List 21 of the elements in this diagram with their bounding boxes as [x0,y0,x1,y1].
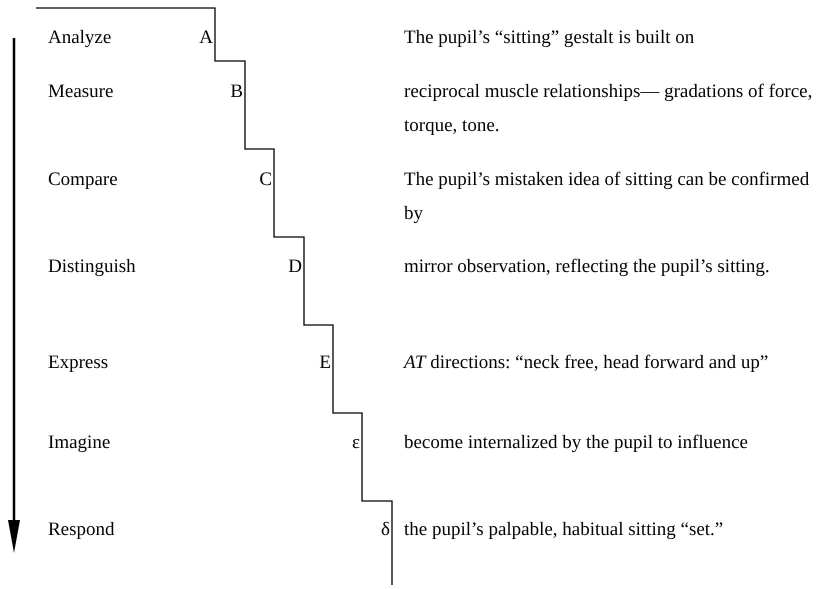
step-letter: ε [352,431,360,455]
description-text: become internalized by the pupil to influence [404,431,749,455]
step-letter: C [259,168,272,192]
step-label: Express [48,351,108,375]
step-letter: B [230,80,243,104]
step-letter: A [199,26,213,50]
description-text: AT directions: “neck free, head forward and up” [404,351,770,375]
description-text: the pupil’s palpable, habitual sitting “set.” [404,518,724,542]
description-text: mirror observation, reflecting the pupil’s sitting. [404,255,771,279]
description-text: The pupil’s “sitting” gestalt is built on [404,26,696,50]
description-text: The pupil’s mistaken idea of sitting can be confirmed by [404,168,810,226]
step-label: Compare [48,168,118,192]
step-label: Respond [48,518,114,542]
step-letter: D [288,255,302,279]
step-label: Measure [48,80,114,104]
step-letter: E [319,351,331,375]
step-letter: δ [381,518,390,542]
description-text: reciprocal muscle relationships— gradations of force, torque, tone. [404,80,814,138]
step-label: Analyze [48,26,112,50]
step-label: Distinguish [48,255,136,279]
step-label: Imagine [48,431,110,455]
